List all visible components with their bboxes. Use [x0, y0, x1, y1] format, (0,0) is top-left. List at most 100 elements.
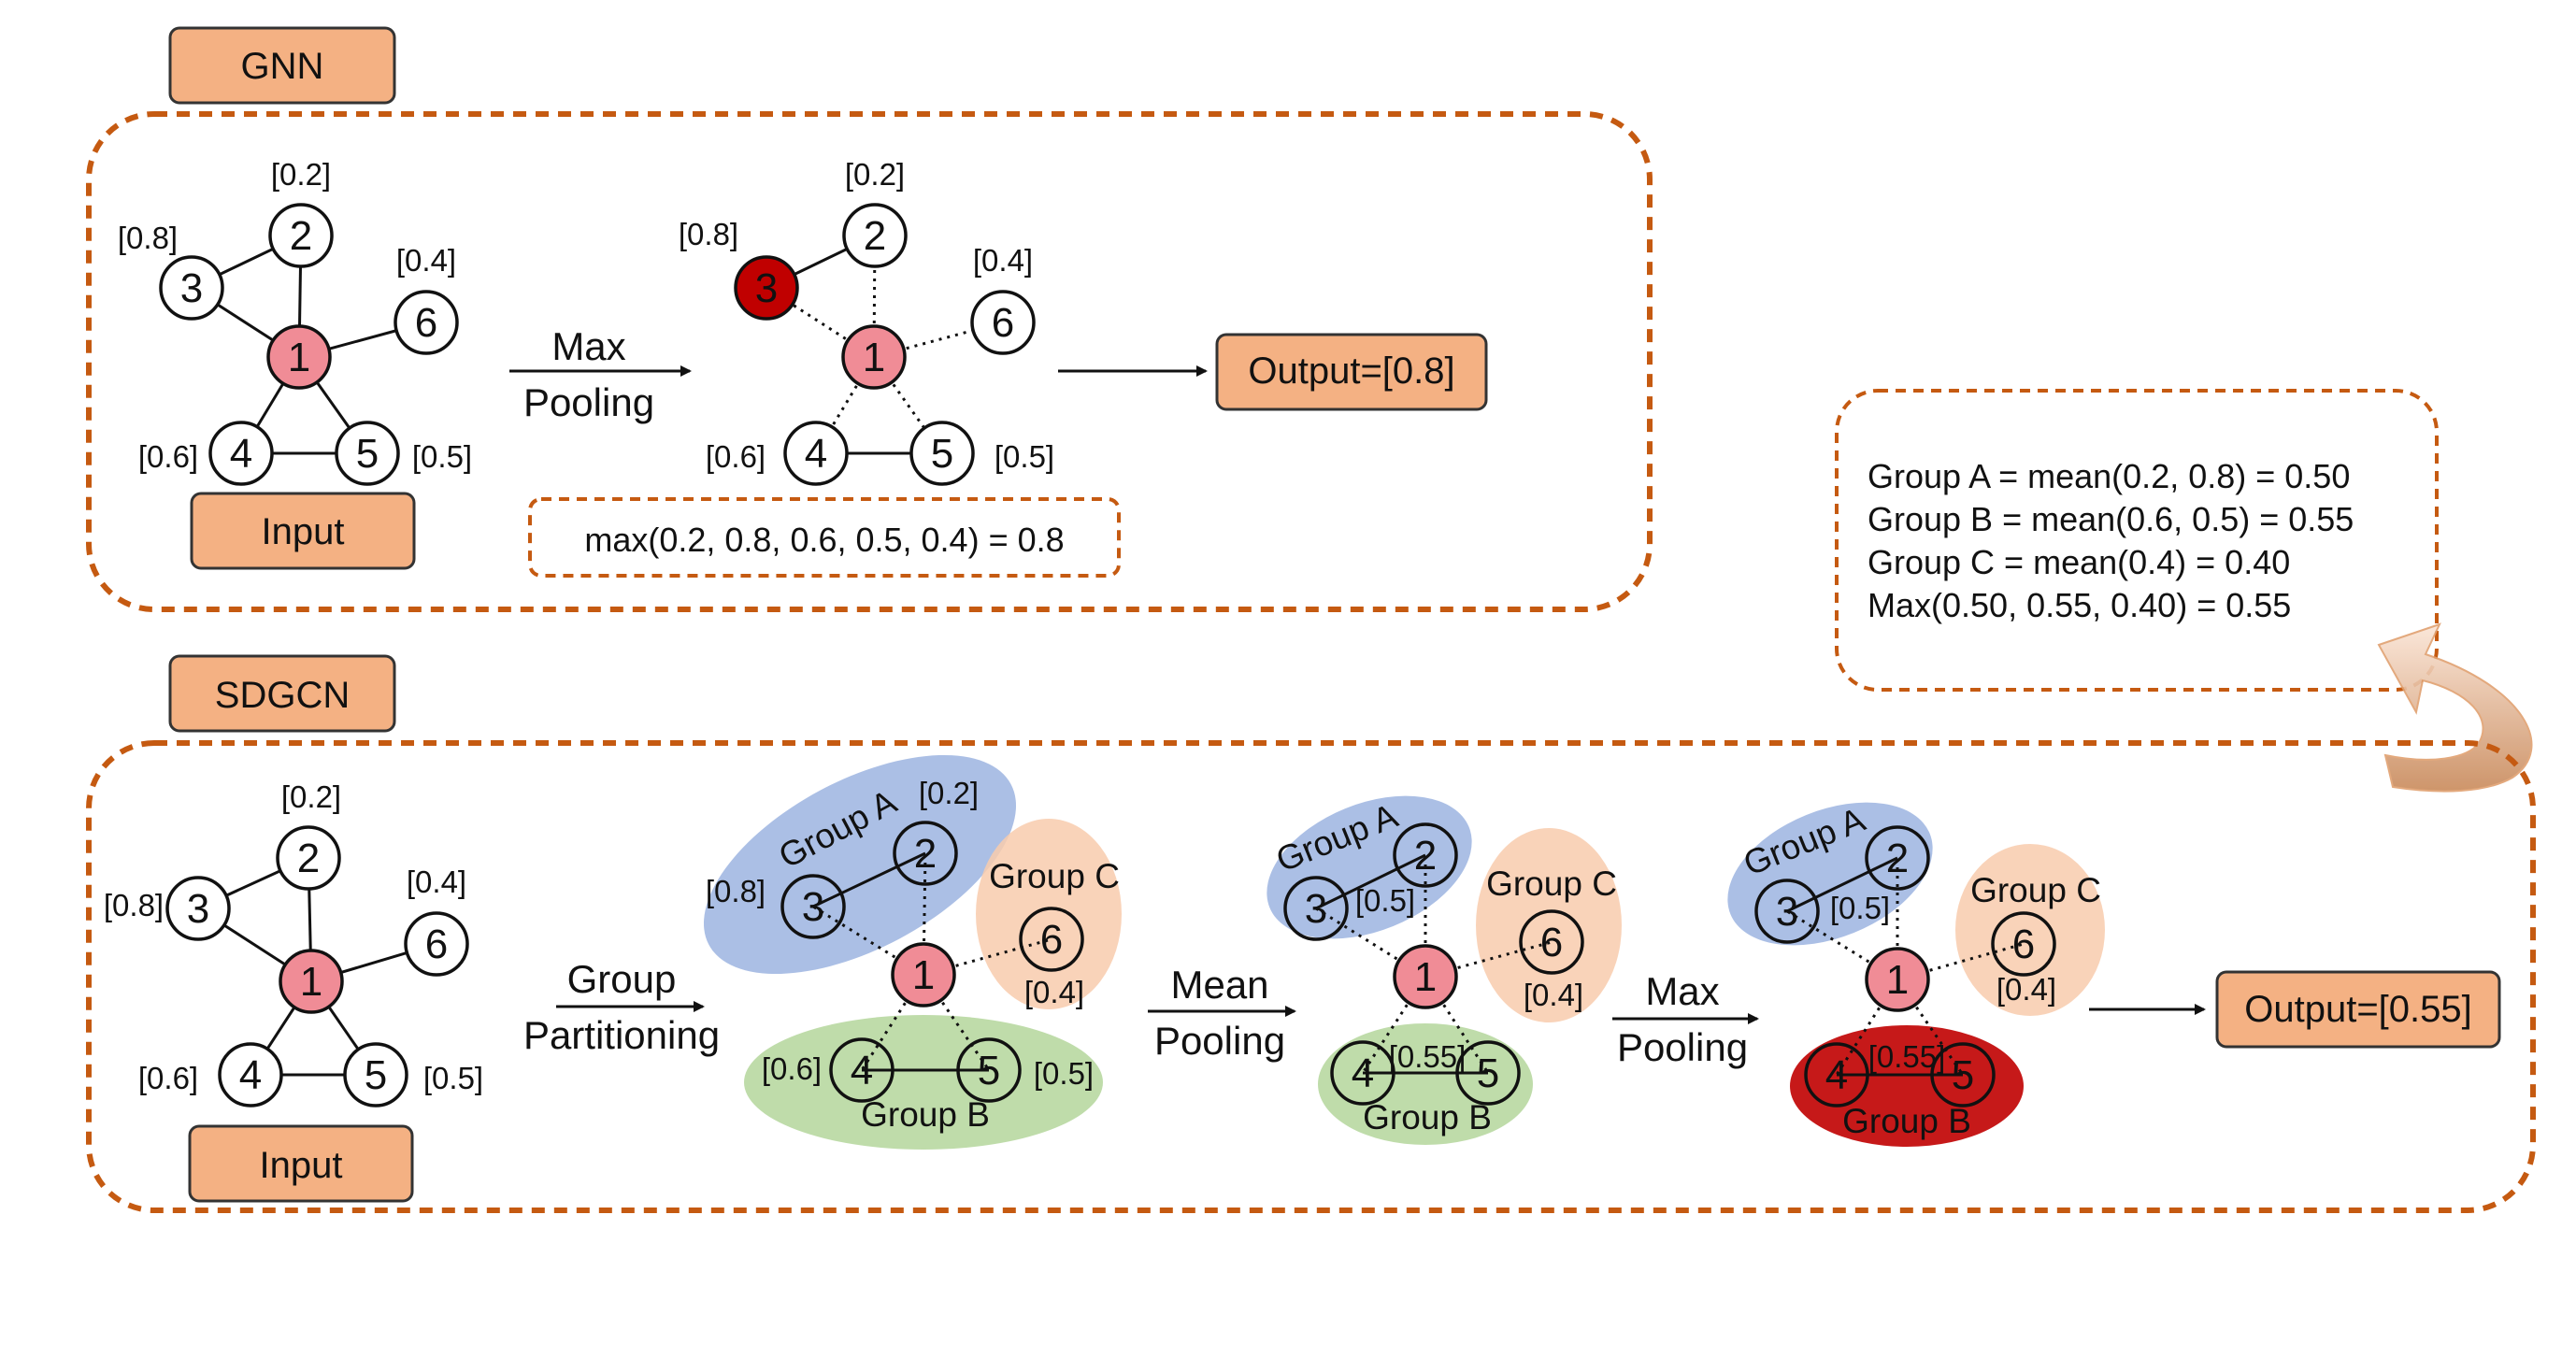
node-2-label: 2 [1886, 836, 1909, 881]
node-4 [218, 1042, 283, 1108]
node-4-value: [0.6] [706, 439, 766, 474]
group-a-region [703, 754, 1017, 975]
node-6-label: 6 [2012, 922, 2035, 967]
group-c-region [1955, 844, 2105, 1016]
node-5 [1455, 1040, 1521, 1106]
node-3 [780, 874, 846, 939]
group-a-mean: [0.5] [1355, 883, 1415, 918]
node-1-label: 1 [1414, 954, 1437, 1000]
calculation-box [1835, 389, 2439, 692]
group-b-label: Group B [861, 1095, 990, 1134]
gnn-output: Output=[0.8] [1248, 350, 1454, 392]
node-6-label: 6 [1540, 920, 1563, 965]
node-2-value: [0.2] [271, 157, 331, 192]
node-6-label: 6 [992, 300, 1014, 346]
node-5-label: 5 [978, 1048, 1000, 1093]
node-6-value: [0.4] [396, 243, 456, 278]
node-6 [404, 911, 469, 977]
gnn-input-label: Input [262, 511, 345, 552]
node-2 [1865, 825, 1930, 891]
gnn-arrow-label-max: Max [551, 324, 625, 368]
node-1 [266, 324, 332, 390]
sdgcn-mean-pooled-graph: 1 2 3 4 5 6 [0.5] [0.55] [0.4] Group A G… [1267, 795, 1622, 1145]
node-1-label: 1 [288, 335, 310, 380]
sdgcn-input-tag [188, 1124, 414, 1203]
calc-group-b: Group B = mean(0.6, 0.5) = 0.55 [1868, 500, 2354, 538]
node-3-label: 3 [1776, 889, 1798, 935]
curved-arrow-icon [2377, 622, 2533, 793]
node-4-label: 4 [230, 431, 252, 477]
node-2-value: [0.2] [845, 157, 905, 192]
sdgcn-output-tag [2215, 970, 2501, 1049]
node-5-value: [0.5] [1034, 1056, 1094, 1091]
node-2-value: [0.2] [919, 776, 979, 810]
node-5-value: [0.5] [995, 439, 1054, 474]
node-1 [1393, 944, 1458, 1009]
node-2 [1393, 822, 1458, 888]
edge-2-3 [1315, 853, 1426, 910]
node-4-label: 4 [805, 431, 827, 477]
mean-label-mean: Mean [1170, 963, 1268, 1007]
node-2 [268, 203, 334, 268]
node-4-label: 4 [239, 1052, 262, 1098]
max-label-pooling: Pooling [1617, 1025, 1748, 1069]
group-c-label: Group C [1970, 871, 2101, 909]
edge-2-3 [812, 851, 926, 908]
group-a-region [1267, 795, 1472, 939]
node-4 [783, 421, 849, 486]
node-6 [1991, 911, 2056, 977]
node-1 [279, 949, 344, 1014]
node-4 [208, 421, 274, 486]
calc-group-a: Group A = mean(0.2, 0.8) = 0.50 [1868, 457, 2350, 495]
sdgcn-frame [86, 740, 2536, 1213]
node-4-label: 4 [1825, 1052, 1848, 1098]
node-6-label: 6 [425, 922, 448, 967]
node-3 [1283, 876, 1349, 941]
sdgcn-title: SDGCN [215, 675, 350, 716]
node-4 [829, 1037, 894, 1103]
node-1-label: 1 [300, 959, 322, 1005]
node-6 [394, 290, 459, 355]
node-5-value: [0.5] [423, 1061, 483, 1095]
node-3-value: [0.8] [104, 888, 164, 922]
calc-max: Max(0.50, 0.55, 0.40) = 0.55 [1868, 586, 2291, 624]
gnn-title: GNN [241, 46, 324, 87]
node-6 [970, 290, 1036, 355]
node-1 [841, 324, 907, 390]
calc-group-c: Group C = mean(0.4) = 0.40 [1868, 543, 2290, 581]
sdgcn-section: SDGCN 1 2 3 4 5 6 [0.2] [0.8] [0.6] [86, 654, 2536, 1213]
node-3-value: [0.8] [706, 874, 766, 908]
node-4-label: 4 [851, 1048, 873, 1093]
mean-label-pooling: Pooling [1154, 1019, 1285, 1063]
dotted-edge-1-5 [872, 356, 944, 454]
group-b-label: Group B [1842, 1102, 1971, 1140]
node-5 [335, 421, 400, 486]
group-b-mean: [0.55] [1389, 1039, 1467, 1074]
node-2-value: [0.2] [281, 779, 341, 814]
sdgcn-input-graph: 1 2 3 4 5 6 [0.2] [0.8] [0.6] [0.5] [0.4… [104, 779, 483, 1108]
group-b-label: Group B [1363, 1098, 1492, 1136]
gnn-pooled-graph: 1 2 3 4 5 6 [0.2] [0.8] [0.6] [0.5] [0.4… [679, 157, 1054, 486]
node-5 [1930, 1042, 1996, 1108]
node-2 [893, 821, 958, 886]
sdgcn-input-label: Input [260, 1145, 343, 1186]
node-2-label: 2 [914, 831, 937, 877]
sdgcn-output: Output=[0.55] [2244, 989, 2472, 1030]
node-6 [1019, 907, 1084, 972]
node-4 [1804, 1042, 1869, 1108]
node-2-label: 2 [1414, 833, 1437, 879]
node-3-label: 3 [1305, 886, 1327, 932]
node-5-label: 5 [1952, 1052, 1974, 1098]
node-4-label: 4 [1352, 1050, 1374, 1096]
group-a-region [1727, 802, 1933, 946]
node-6-label: 6 [415, 300, 437, 346]
sdgcn-title-tag [168, 654, 396, 733]
node-5 [343, 1042, 408, 1108]
group-c-label: Group C [1486, 865, 1617, 903]
calculation-panel: Group A = mean(0.2, 0.8) = 0.50 Group B … [1835, 389, 2439, 692]
node-6-label: 6 [1040, 917, 1063, 963]
node-5-value: [0.5] [412, 439, 472, 474]
node-1 [891, 942, 956, 1008]
node-3 [165, 876, 231, 941]
node-5 [909, 421, 975, 486]
